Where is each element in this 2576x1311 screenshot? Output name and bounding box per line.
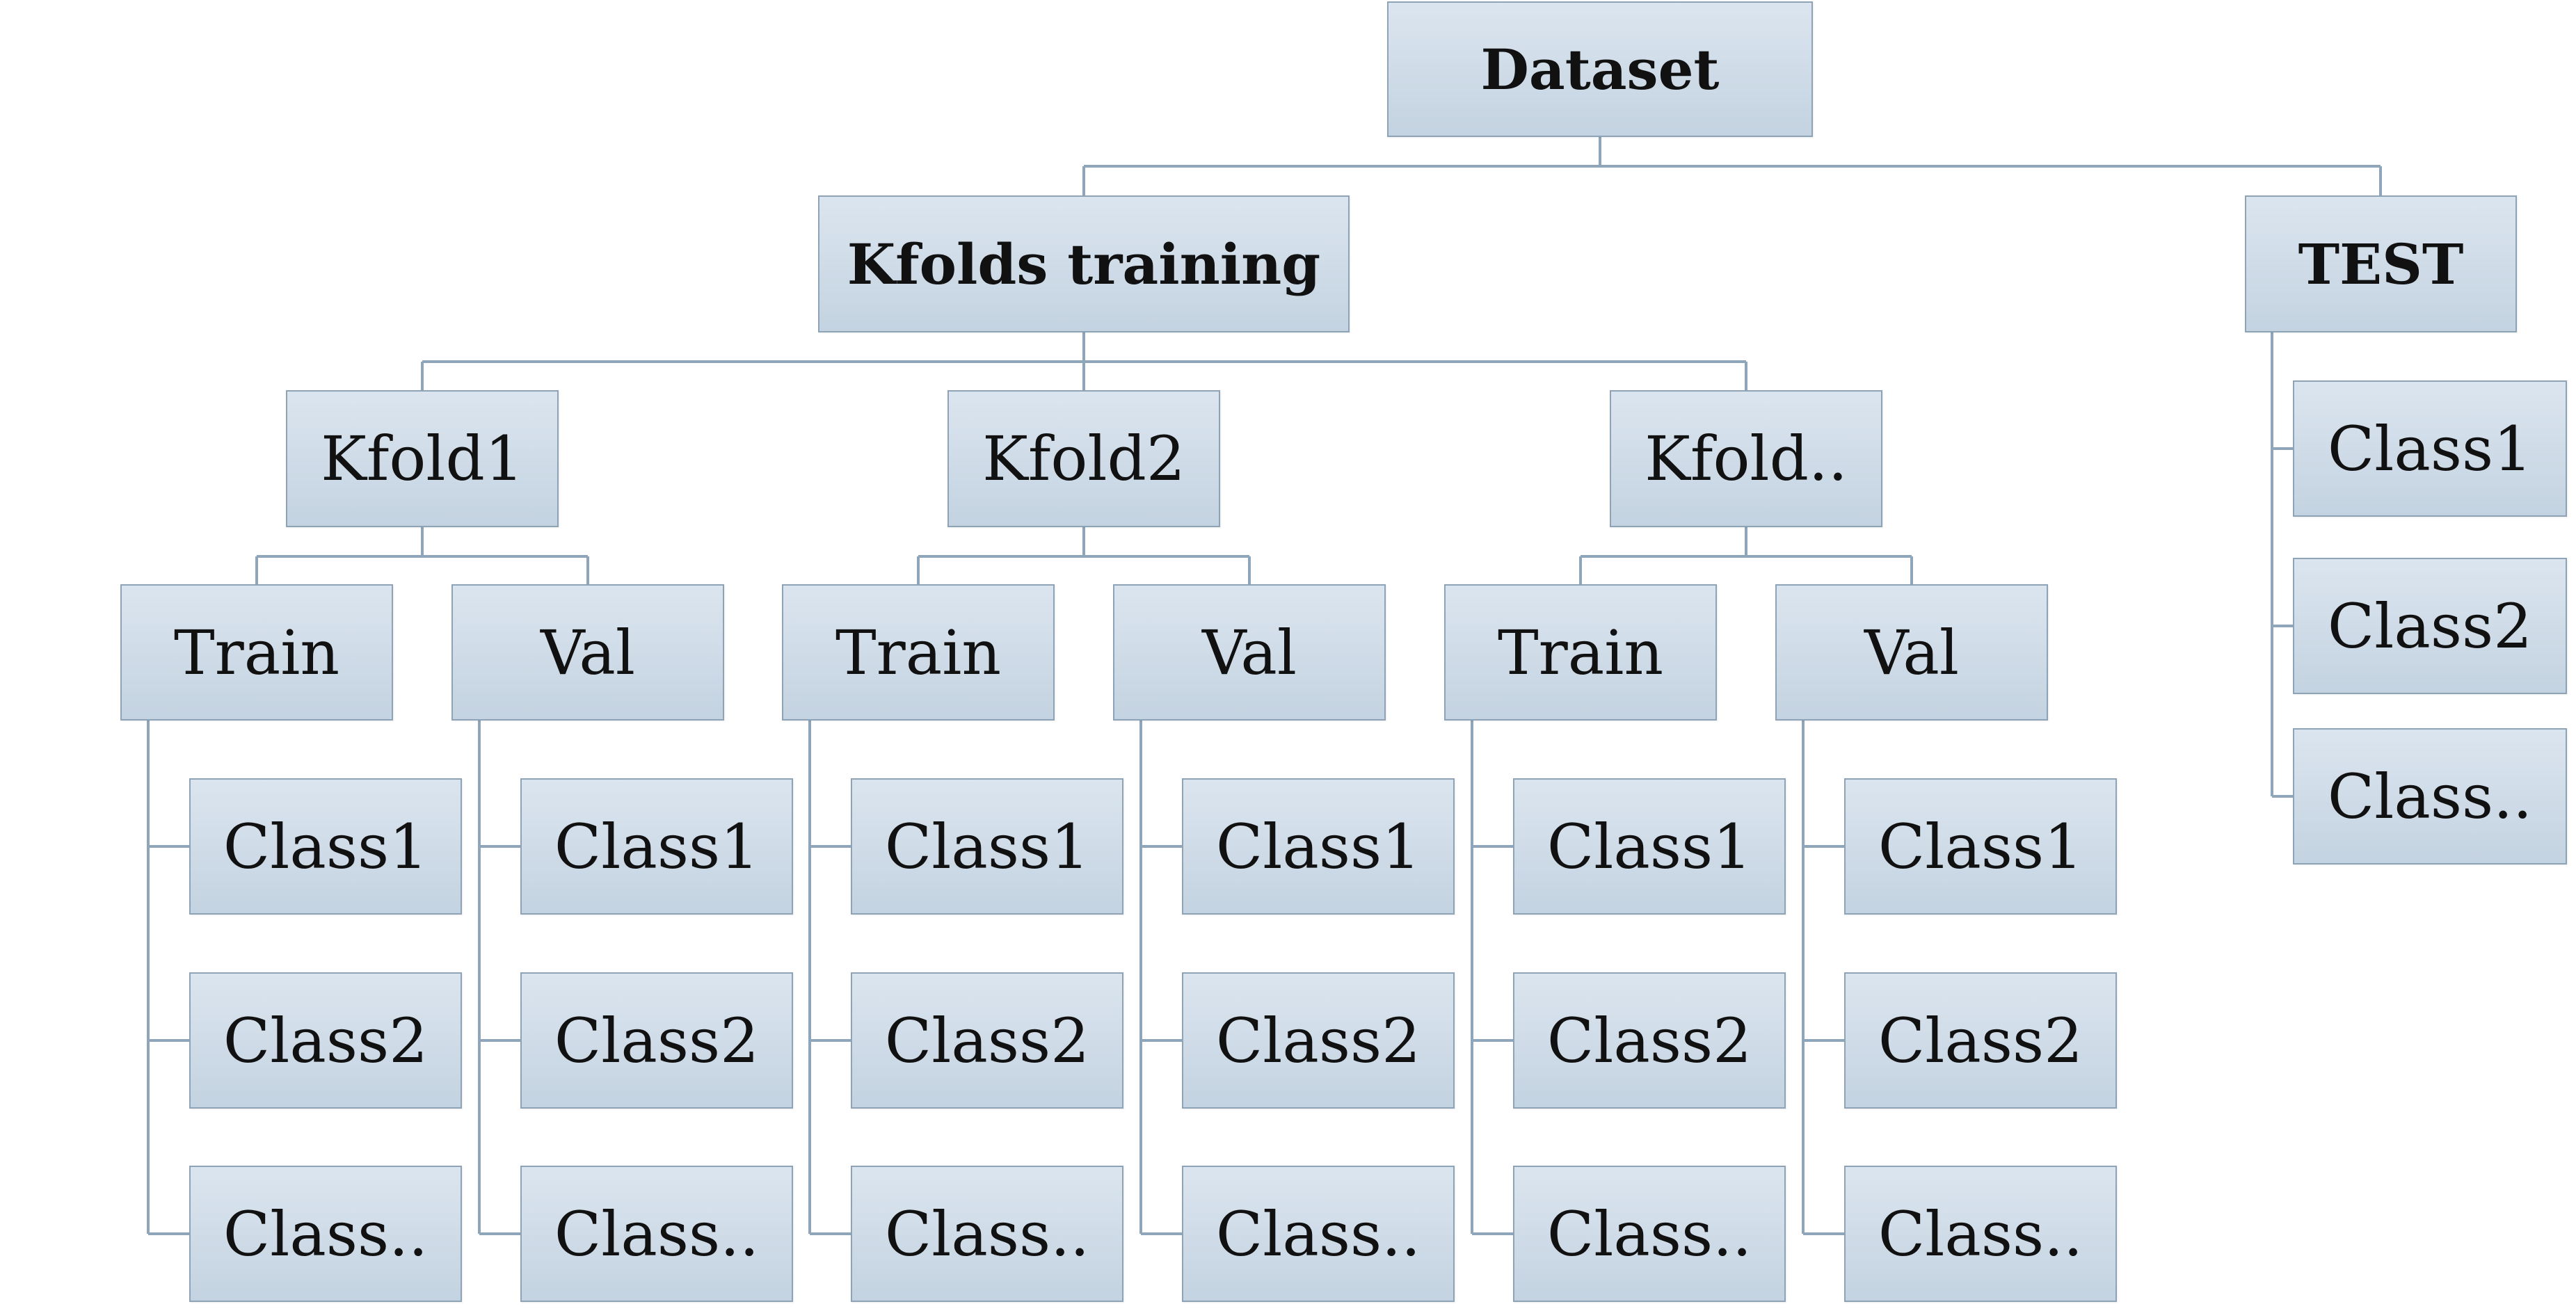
node-label: Class.. [554,1198,760,1270]
node-label: Kfold.. [1645,423,1848,494]
node-label: Class1 [1546,810,1752,883]
node-test: TEST [2245,195,2517,332]
node-class: Class1 [1182,778,1455,915]
node-label: Class.. [1546,1198,1752,1270]
node-label: Val [1201,616,1297,689]
node-label: TEST [2298,231,2464,297]
node-label: Class1 [1215,810,1421,883]
node-val: Val [451,584,724,721]
node-label: Class2 [2327,590,2533,662]
node-class: Class.. [520,1166,793,1302]
node-train: Train [782,584,1055,721]
node-label: Val [1864,616,1960,689]
node-label: Class2 [223,1004,429,1077]
node-val: Val [1775,584,2048,721]
node-label: Train [835,616,1002,689]
node-label: Class.. [884,1198,1090,1270]
node-kfold1: Kfold1 [286,390,559,527]
node-label: Class.. [1215,1198,1421,1270]
node-class: Class1 [189,778,462,915]
node-label: Class1 [1878,810,2083,883]
node-val: Val [1113,584,1386,721]
node-class: Class.. [1844,1166,2117,1302]
node-class: Class.. [1182,1166,1455,1302]
node-label: Class1 [884,810,1090,883]
node-kfold2: Kfold2 [947,390,1220,527]
node-train: Train [1444,584,1717,721]
node-label: Class1 [2327,412,2533,485]
node-class: Class.. [851,1166,1123,1302]
node-class: Class1 [2293,380,2567,517]
node-label: Train [1497,616,1664,689]
node-class: Class2 [1844,972,2117,1109]
node-label: Kfold1 [321,423,524,494]
node-label: Class1 [554,810,760,883]
node-class: Class.. [189,1166,462,1302]
node-dataset: Dataset [1387,1,1813,137]
node-label: Class1 [223,810,429,883]
node-label: Class2 [1215,1004,1421,1077]
node-class: Class2 [851,972,1123,1109]
node-label: Class.. [2327,760,2533,833]
node-class: Class1 [851,778,1123,915]
node-class: Class2 [520,972,793,1109]
node-label: Kfold2 [982,423,1185,494]
node-class: Class2 [1182,972,1455,1109]
node-class: Class1 [1513,778,1786,915]
node-class: Class2 [189,972,462,1109]
node-label: Class.. [223,1198,429,1270]
node-class: Class.. [1513,1166,1786,1302]
node-label: Dataset [1480,36,1720,102]
node-label: Class2 [554,1004,760,1077]
node-class: Class1 [520,778,793,915]
node-label: Kfolds training [847,231,1321,297]
node-kfold-more: Kfold.. [1610,390,1882,527]
node-label: Class.. [1878,1198,2083,1270]
node-class: Class2 [1513,972,1786,1109]
node-label: Class2 [884,1004,1090,1077]
node-train: Train [120,584,393,721]
node-label: Class2 [1878,1004,2083,1077]
node-kfolds-training: Kfolds training [818,195,1350,332]
node-label: Train [173,616,340,689]
node-label: Class2 [1546,1004,1752,1077]
node-class: Class1 [1844,778,2117,915]
node-label: Val [540,616,636,689]
node-class: Class.. [2293,728,2567,864]
node-class: Class2 [2293,558,2567,694]
